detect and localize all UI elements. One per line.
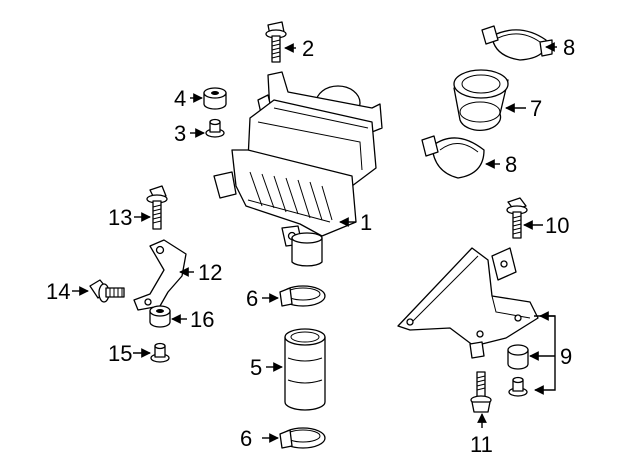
bolt-10 [506,197,528,239]
grommet-3 [205,118,225,138]
callout-12: 12 [198,260,222,285]
hose-clamp-6-upper [279,285,326,307]
callout-11: 11 [470,432,493,457]
bolt-11 [470,371,492,413]
callout-5: 5 [250,355,262,380]
callout-10: 10 [545,213,569,238]
leader-lines [72,42,557,443]
hose-clamp-6-lower [279,427,326,449]
hose-clamp-8-lower [421,135,485,179]
insulator-4 [203,87,227,110]
bolt-13 [146,185,168,230]
callout-14: 14 [46,279,70,304]
callout-3: 3 [174,121,186,146]
callout-4: 4 [174,86,186,111]
grommet-15 [150,342,170,363]
callout-1: 1 [360,210,372,235]
callout-numbers: 2 4 3 8 7 8 1 10 13 12 14 6 16 15 5 9 6 … [46,35,575,457]
callout-2: 2 [302,36,314,61]
insulator-16 [149,305,171,328]
hose-clamp-8-upper [481,25,553,61]
callout-8-upper: 8 [563,35,575,60]
inlet-hose-7 [453,69,509,131]
callout-6-lower: 6 [240,426,252,451]
callout-15: 15 [108,341,132,366]
bracket-12 [133,239,187,311]
outlet-duct-5 [284,328,326,411]
callout-7: 7 [530,96,542,121]
callout-9: 9 [560,344,572,369]
bolt-14 [89,279,125,303]
callout-6-upper: 6 [246,286,258,311]
air-cleaner-assembly [213,71,383,267]
callout-13: 13 [108,205,132,230]
bracket-9 [397,247,539,397]
callout-8-lower: 8 [505,152,517,177]
callout-16: 16 [190,307,214,332]
bolt-2 [265,21,287,63]
